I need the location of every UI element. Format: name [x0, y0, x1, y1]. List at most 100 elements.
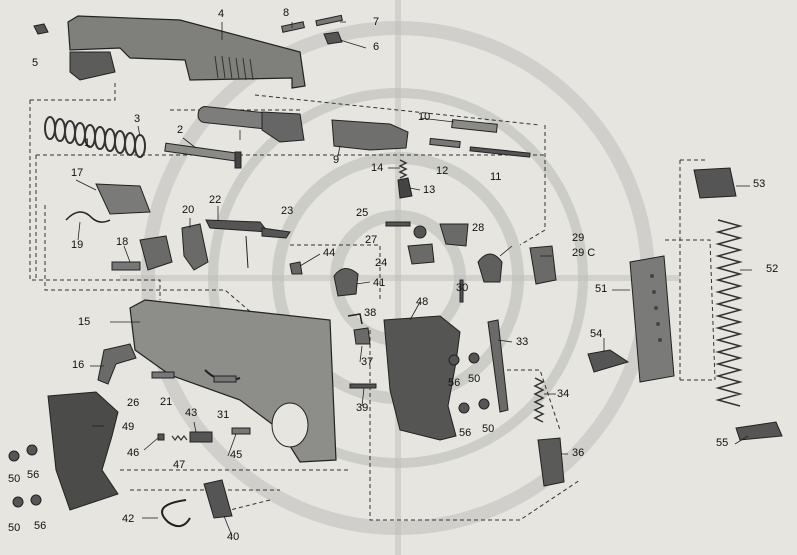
- part-23: [245, 227, 291, 269]
- callout-50-a: 50: [8, 473, 21, 485]
- callout-10: 10: [418, 111, 431, 123]
- part-36: [537, 437, 565, 487]
- part-38: [347, 313, 363, 325]
- part-guide-rod: [164, 142, 242, 169]
- callout-11: 11: [490, 171, 502, 183]
- part-5: [33, 23, 49, 35]
- callout-1: 1: [84, 137, 91, 149]
- callout-41: 41: [373, 277, 386, 289]
- part-25: [385, 221, 411, 227]
- callout-31: 31: [217, 409, 230, 421]
- part-45: [231, 427, 251, 435]
- callout-28: 28: [472, 222, 485, 234]
- callout-15: 15: [78, 316, 91, 328]
- callout-47: 47: [173, 459, 186, 471]
- part-6: [323, 31, 343, 45]
- part-12: [429, 137, 461, 149]
- callout-14: 14: [371, 162, 384, 174]
- callout-56-a: 56: [27, 469, 40, 481]
- part-20: [181, 223, 209, 271]
- callout-21: 21: [160, 396, 173, 408]
- part-19: [65, 211, 111, 223]
- part-49-grip: [47, 391, 119, 511]
- part-magazine: [629, 255, 675, 383]
- callout-5: 5: [32, 57, 39, 69]
- callout-45: 45: [230, 449, 243, 461]
- callout-38: 38: [364, 307, 377, 319]
- part-recoil-spring: [44, 116, 146, 158]
- callout-6: 6: [373, 41, 380, 53]
- callout-49: 49: [122, 421, 135, 433]
- callout-16: 16: [72, 359, 85, 371]
- part-24: [407, 243, 435, 265]
- part-28: [439, 223, 469, 247]
- callout-39: 39: [356, 402, 369, 414]
- callout-51: 51: [595, 283, 608, 295]
- part-mag-spring: [715, 219, 743, 407]
- assembly-guide-lines: [29, 80, 716, 521]
- leader-lines: [75, 21, 752, 537]
- callout-29: 29: [572, 232, 585, 244]
- callout-43: 43: [185, 407, 198, 419]
- callout-30: 30: [456, 282, 469, 294]
- callout-19: 19: [71, 239, 84, 251]
- callout-42: 42: [122, 513, 135, 525]
- part-37: [353, 327, 371, 345]
- part-39: [349, 383, 377, 389]
- callout-36: 36: [572, 447, 585, 459]
- callout-50-c: 50: [468, 373, 481, 385]
- callout-50-d: 50: [482, 423, 495, 435]
- part-53: [693, 167, 737, 199]
- part-barrel: [197, 106, 305, 143]
- callout-23: 23: [281, 205, 294, 217]
- part-8: [281, 21, 305, 33]
- callout-33: 33: [516, 336, 529, 348]
- callout-12: 12: [436, 165, 449, 177]
- callout-24: 24: [375, 257, 388, 269]
- part-33: [487, 319, 509, 413]
- part-47: [171, 435, 188, 441]
- part-46: [157, 433, 165, 441]
- part-9: [331, 119, 409, 151]
- part-30: [459, 279, 464, 303]
- part-42: [161, 499, 191, 528]
- callout-27: 27: [365, 234, 378, 246]
- callout-56-c: 56: [448, 377, 461, 389]
- callout-37: 37: [361, 356, 374, 368]
- part-41: [333, 268, 359, 297]
- part-44: [289, 261, 303, 275]
- callout-17: 17: [71, 167, 84, 179]
- callout-4: 4: [218, 8, 225, 20]
- callout-50-b: 50: [8, 522, 21, 534]
- part-14: [398, 159, 408, 179]
- part-11: [469, 146, 531, 158]
- part-54: [587, 349, 630, 373]
- part-43: [189, 431, 213, 443]
- callout-2: 2: [177, 124, 184, 136]
- callout-20: 20: [182, 204, 195, 216]
- callout-48: 48: [416, 296, 429, 308]
- part-48-grip: [383, 315, 461, 441]
- part-29c: [529, 245, 557, 285]
- callout-8: 8: [283, 7, 290, 19]
- part-10: [451, 119, 498, 133]
- callout-22: 22: [209, 194, 222, 206]
- callout-26: 26: [127, 397, 140, 409]
- part-16: [97, 343, 137, 385]
- callout-34: 34: [557, 388, 570, 400]
- callout-18: 18: [116, 236, 129, 248]
- part-40: [203, 479, 233, 519]
- part-29: [477, 253, 503, 283]
- callout-25: 25: [356, 207, 369, 219]
- part-21: [151, 371, 175, 379]
- callout-40: 40: [227, 531, 240, 543]
- callout-13: 13: [423, 184, 436, 196]
- callout-53: 53: [753, 178, 766, 190]
- callout-3: 3: [134, 113, 141, 125]
- part-slide: [67, 15, 306, 89]
- part-27: [413, 225, 427, 239]
- part-13: [397, 177, 413, 199]
- part-7: [315, 14, 343, 27]
